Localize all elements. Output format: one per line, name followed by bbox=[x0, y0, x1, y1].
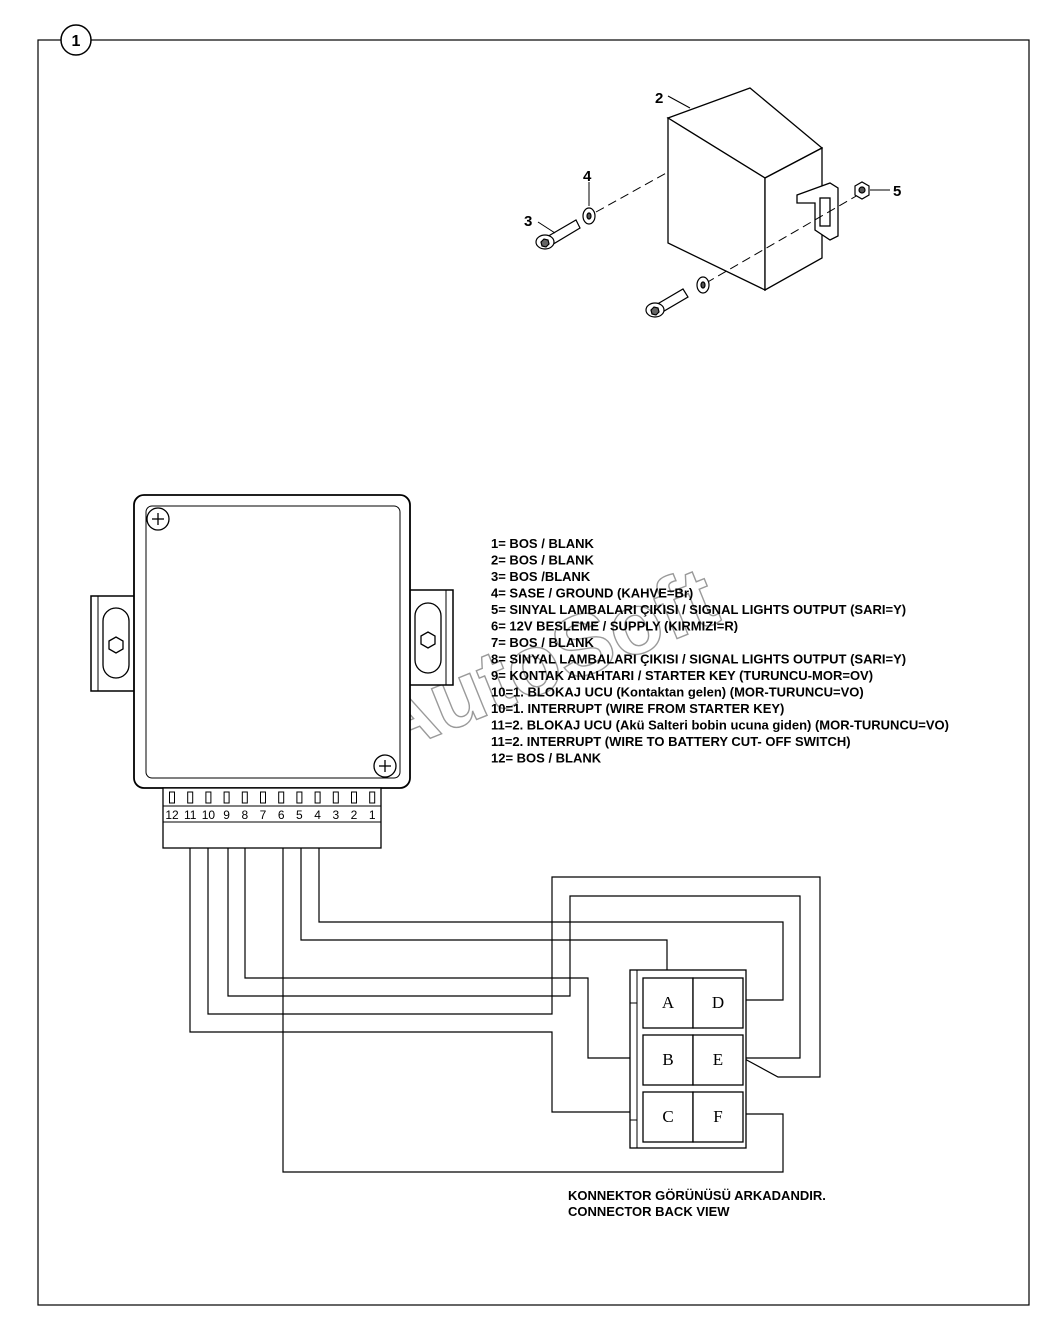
wires bbox=[189, 848, 821, 1173]
right-hex-screw-icon bbox=[420, 631, 436, 649]
part-label-4: 4 bbox=[583, 168, 592, 185]
legend-line: 10=1. INTERRUPT (WIRE FROM STARTER KEY) bbox=[491, 701, 784, 716]
wire-pin10-to-E bbox=[207, 848, 821, 1078]
legend-line: 3= BOS /BLANK bbox=[491, 569, 591, 584]
module-exploded-view bbox=[666, 87, 839, 292]
pin-number: 9 bbox=[223, 808, 230, 822]
pin-number: 8 bbox=[241, 808, 248, 822]
connector-cell-label: C bbox=[662, 1107, 673, 1126]
connector-cell-label: A bbox=[662, 993, 675, 1012]
pin-tick bbox=[332, 791, 339, 804]
pin-tick bbox=[241, 791, 248, 804]
part-callouts bbox=[537, 95, 890, 234]
connector-cell-label: F bbox=[713, 1107, 722, 1126]
pin-tick bbox=[314, 791, 321, 804]
legend-line: 5= SINYAL LAMBALARI ÇIKISI / SIGNAL LIGH… bbox=[491, 602, 906, 617]
legend-line: 12= BOS / BLANK bbox=[491, 751, 602, 766]
legend-line: 1= BOS / BLANK bbox=[491, 536, 595, 551]
connector-cell bbox=[642, 977, 694, 1029]
pin-tick bbox=[205, 791, 212, 804]
pin-number: 11 bbox=[184, 808, 197, 822]
pin-number: 5 bbox=[296, 808, 303, 822]
page-frame bbox=[37, 39, 1030, 1306]
connector-cell bbox=[692, 1034, 744, 1086]
module-front-view bbox=[90, 494, 454, 789]
pin-number: 10 bbox=[202, 808, 216, 822]
pin-tick bbox=[223, 791, 230, 804]
pin-number: 4 bbox=[314, 808, 321, 822]
connector-cell bbox=[642, 1034, 694, 1086]
wire-pin11-to-C bbox=[189, 848, 643, 1113]
pin-tick bbox=[187, 791, 194, 804]
part-label-2: 2 bbox=[655, 90, 663, 107]
pin-tick bbox=[278, 791, 285, 804]
pin-number: 2 bbox=[351, 808, 358, 822]
pin-number: 3 bbox=[332, 808, 339, 822]
wire-pin6-to-F bbox=[282, 848, 784, 1173]
nut-icon bbox=[854, 181, 870, 200]
part-label-3: 3 bbox=[524, 213, 532, 230]
screw-top-left-icon bbox=[146, 507, 170, 531]
pin-number: 6 bbox=[278, 808, 285, 822]
figure-number-badge bbox=[60, 24, 92, 56]
connector-note-line1: KONNEKTOR GÖRÜNÜSÜ ARKADANDIR. bbox=[568, 1188, 826, 1203]
connector-cell bbox=[692, 977, 744, 1029]
figure-number: 1 bbox=[72, 33, 81, 50]
wire-pin5-to-A bbox=[300, 848, 668, 978]
ear-slots bbox=[102, 602, 442, 679]
pin-number: 12 bbox=[165, 808, 179, 822]
connector-cell bbox=[642, 1091, 694, 1143]
screw-bottom-right-icon bbox=[373, 754, 397, 778]
connector-cell-label: E bbox=[713, 1050, 723, 1069]
legend-line: 8= SINYAL LAMBALARI ÇIKISI / SIGNAL LIGH… bbox=[491, 652, 906, 667]
pin-header bbox=[162, 787, 382, 849]
connector-cell-label: B bbox=[662, 1050, 673, 1069]
legend-line: 9= KONTAK ANAHTARI / STARTER KEY (TURUNC… bbox=[491, 668, 873, 683]
legend-line: 2= BOS / BLANK bbox=[491, 553, 595, 568]
connector-note-line2: CONNECTOR BACK VIEW bbox=[568, 1204, 730, 1219]
connector-cell bbox=[692, 1091, 744, 1143]
upper-bolt bbox=[535, 219, 581, 250]
wire-pin4-to-D bbox=[318, 848, 784, 1001]
left-hex-screw-icon bbox=[108, 636, 124, 654]
legend-line: 7= BOS / BLANK bbox=[491, 635, 595, 650]
pin-number: 7 bbox=[260, 808, 267, 822]
pin-tick bbox=[296, 791, 303, 804]
upper-washer bbox=[582, 207, 596, 225]
legend-line: 4= SASE / GROUND (KAHVE=Br) bbox=[491, 586, 693, 601]
lower-washer bbox=[696, 276, 710, 294]
pin-tick bbox=[260, 791, 266, 804]
wire-pin9-to-E bbox=[227, 848, 801, 1059]
module-bracket-slot bbox=[819, 197, 831, 227]
module-box-side bbox=[764, 146, 823, 292]
legend-line: 11=2. BLOKAJ UCU (Akü Salteri bobin ucun… bbox=[491, 718, 949, 733]
pin-tick bbox=[351, 791, 357, 804]
assembly-lines bbox=[595, 171, 859, 284]
pin-tick bbox=[369, 791, 376, 804]
module-body-inner bbox=[145, 505, 401, 779]
pin-tick bbox=[169, 791, 175, 804]
pin-ticks bbox=[169, 791, 376, 804]
connector-cell-label: D bbox=[712, 993, 724, 1012]
pin-number: 1 bbox=[369, 808, 376, 822]
lower-bolt bbox=[645, 288, 689, 318]
connector-cells: A D B E C F bbox=[642, 977, 744, 1143]
legend-line: 10=1. BLOKAJ UCU (Kontaktan gelen) (MOR-… bbox=[491, 685, 864, 700]
legend-line: 6= 12V BESLEME / SUPPLY (KIRMIZI=R) bbox=[491, 619, 738, 634]
part-label-5: 5 bbox=[893, 183, 901, 200]
wire-pin8-to-B bbox=[244, 848, 643, 1059]
legend-line: 11=2. INTERRUPT (WIRE TO BATTERY CUT- OF… bbox=[491, 734, 851, 749]
